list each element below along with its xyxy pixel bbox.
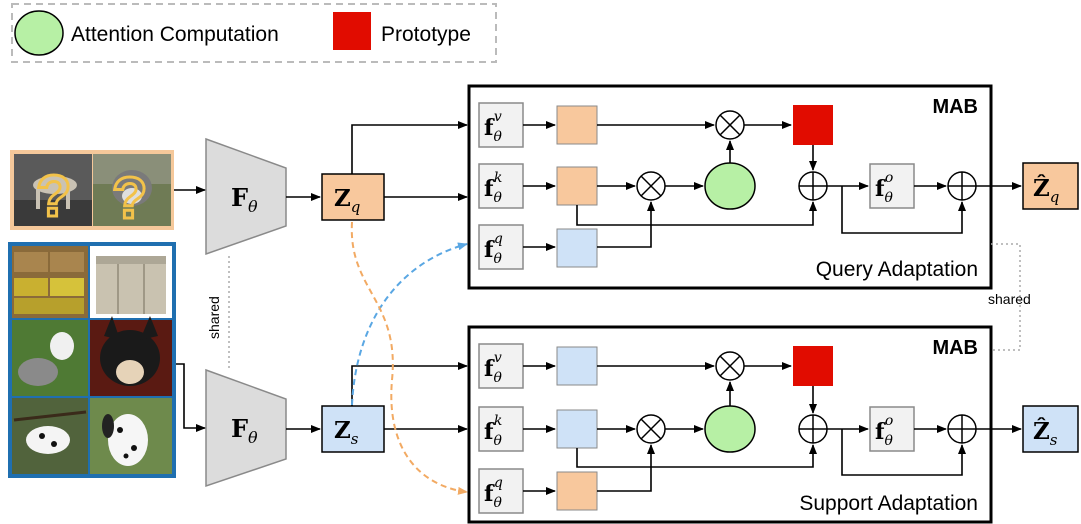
query-proj-feature bbox=[556, 471, 598, 511]
support-feature-zs: Zs bbox=[321, 405, 385, 453]
multiply-circle-icon bbox=[715, 351, 745, 381]
query-proj-feature bbox=[556, 228, 598, 268]
svg-text:fθo: fθo bbox=[875, 170, 893, 206]
mab-support-module: MAB Support Adaptation fθv fθk fθq bbox=[467, 325, 1022, 524]
svg-text:Ẑs: Ẑs bbox=[1033, 418, 1058, 449]
plus-circle-icon bbox=[947, 171, 977, 201]
plus-circle-icon bbox=[947, 414, 977, 444]
support-images bbox=[8, 242, 176, 478]
cross-arrow-support-to-query bbox=[351, 242, 468, 406]
multiply-circle-icon bbox=[715, 110, 745, 140]
support-adaptation-label: Support Adaptation bbox=[799, 492, 978, 515]
output-zq-hat: Ẑq bbox=[1022, 162, 1079, 210]
svg-text:fθv: fθv bbox=[484, 350, 502, 386]
svg-text:fθq: fθq bbox=[484, 231, 503, 267]
attention-computation-node bbox=[704, 162, 756, 210]
query-encoder: Fθ bbox=[205, 137, 287, 256]
multiply-circle-icon bbox=[636, 171, 666, 201]
svg-text:Zq: Zq bbox=[334, 185, 360, 216]
svg-text:fθo: fθo bbox=[875, 413, 893, 449]
mab-query-title: MAB bbox=[932, 96, 978, 118]
svg-text:Fθ: Fθ bbox=[231, 183, 258, 216]
mab-shared-link bbox=[991, 243, 1021, 351]
svg-text:Zs: Zs bbox=[334, 417, 359, 448]
value-feature bbox=[556, 346, 598, 386]
attention-computation-node bbox=[704, 405, 756, 453]
query-feature-zq: Zq bbox=[321, 173, 385, 221]
query-image: ? ? bbox=[10, 150, 174, 233]
svg-text:fθk: fθk bbox=[484, 170, 502, 206]
key-feature bbox=[556, 409, 598, 449]
f-o-projection: fθo bbox=[869, 406, 915, 452]
legend-prototype-label: Prototype bbox=[381, 23, 471, 46]
mab-support-title: MAB bbox=[932, 337, 978, 359]
query-adaptation-label: Query Adaptation bbox=[816, 258, 978, 281]
mab-query-module: MAB Query Adaptation fθv fθk fθq bbox=[467, 84, 1022, 290]
f-q-projection: fθq bbox=[478, 224, 524, 270]
svg-text:Fθ: Fθ bbox=[231, 414, 258, 447]
value-feature bbox=[556, 105, 598, 145]
f-v-projection: fθv bbox=[478, 102, 524, 148]
key-feature bbox=[556, 166, 598, 206]
svg-text:fθq: fθq bbox=[484, 475, 503, 511]
f-k-projection: fθk bbox=[478, 406, 524, 452]
support-encoder: Fθ bbox=[205, 368, 287, 488]
encoder-shared-label: shared bbox=[206, 296, 222, 339]
multiply-circle-icon bbox=[636, 414, 666, 444]
question-mark-icon: ? bbox=[36, 164, 71, 229]
cross-arrow-query-to-support bbox=[350, 221, 468, 495]
legend-attention-swatch bbox=[14, 10, 64, 56]
output-zs-hat: Ẑs bbox=[1022, 405, 1079, 453]
legend: Attention Computation Prototype bbox=[11, 3, 497, 63]
question-mark-icon: ? bbox=[112, 166, 147, 231]
f-q-projection: fθq bbox=[478, 468, 524, 514]
plus-circle-icon bbox=[798, 414, 828, 444]
legend-attention-label: Attention Computation bbox=[71, 23, 279, 46]
svg-text:fθv: fθv bbox=[484, 109, 502, 145]
mab-shared-label: shared bbox=[988, 291, 1031, 307]
legend-prototype-swatch bbox=[333, 12, 371, 50]
prototype-node bbox=[793, 346, 833, 386]
prototype-node bbox=[793, 105, 833, 145]
plus-circle-icon bbox=[798, 171, 828, 201]
f-o-projection: fθo bbox=[869, 163, 915, 209]
svg-text:Ẑq: Ẑq bbox=[1033, 175, 1059, 206]
f-k-projection: fθk bbox=[478, 163, 524, 209]
svg-text:fθk: fθk bbox=[484, 413, 502, 449]
f-v-projection: fθv bbox=[478, 343, 524, 389]
